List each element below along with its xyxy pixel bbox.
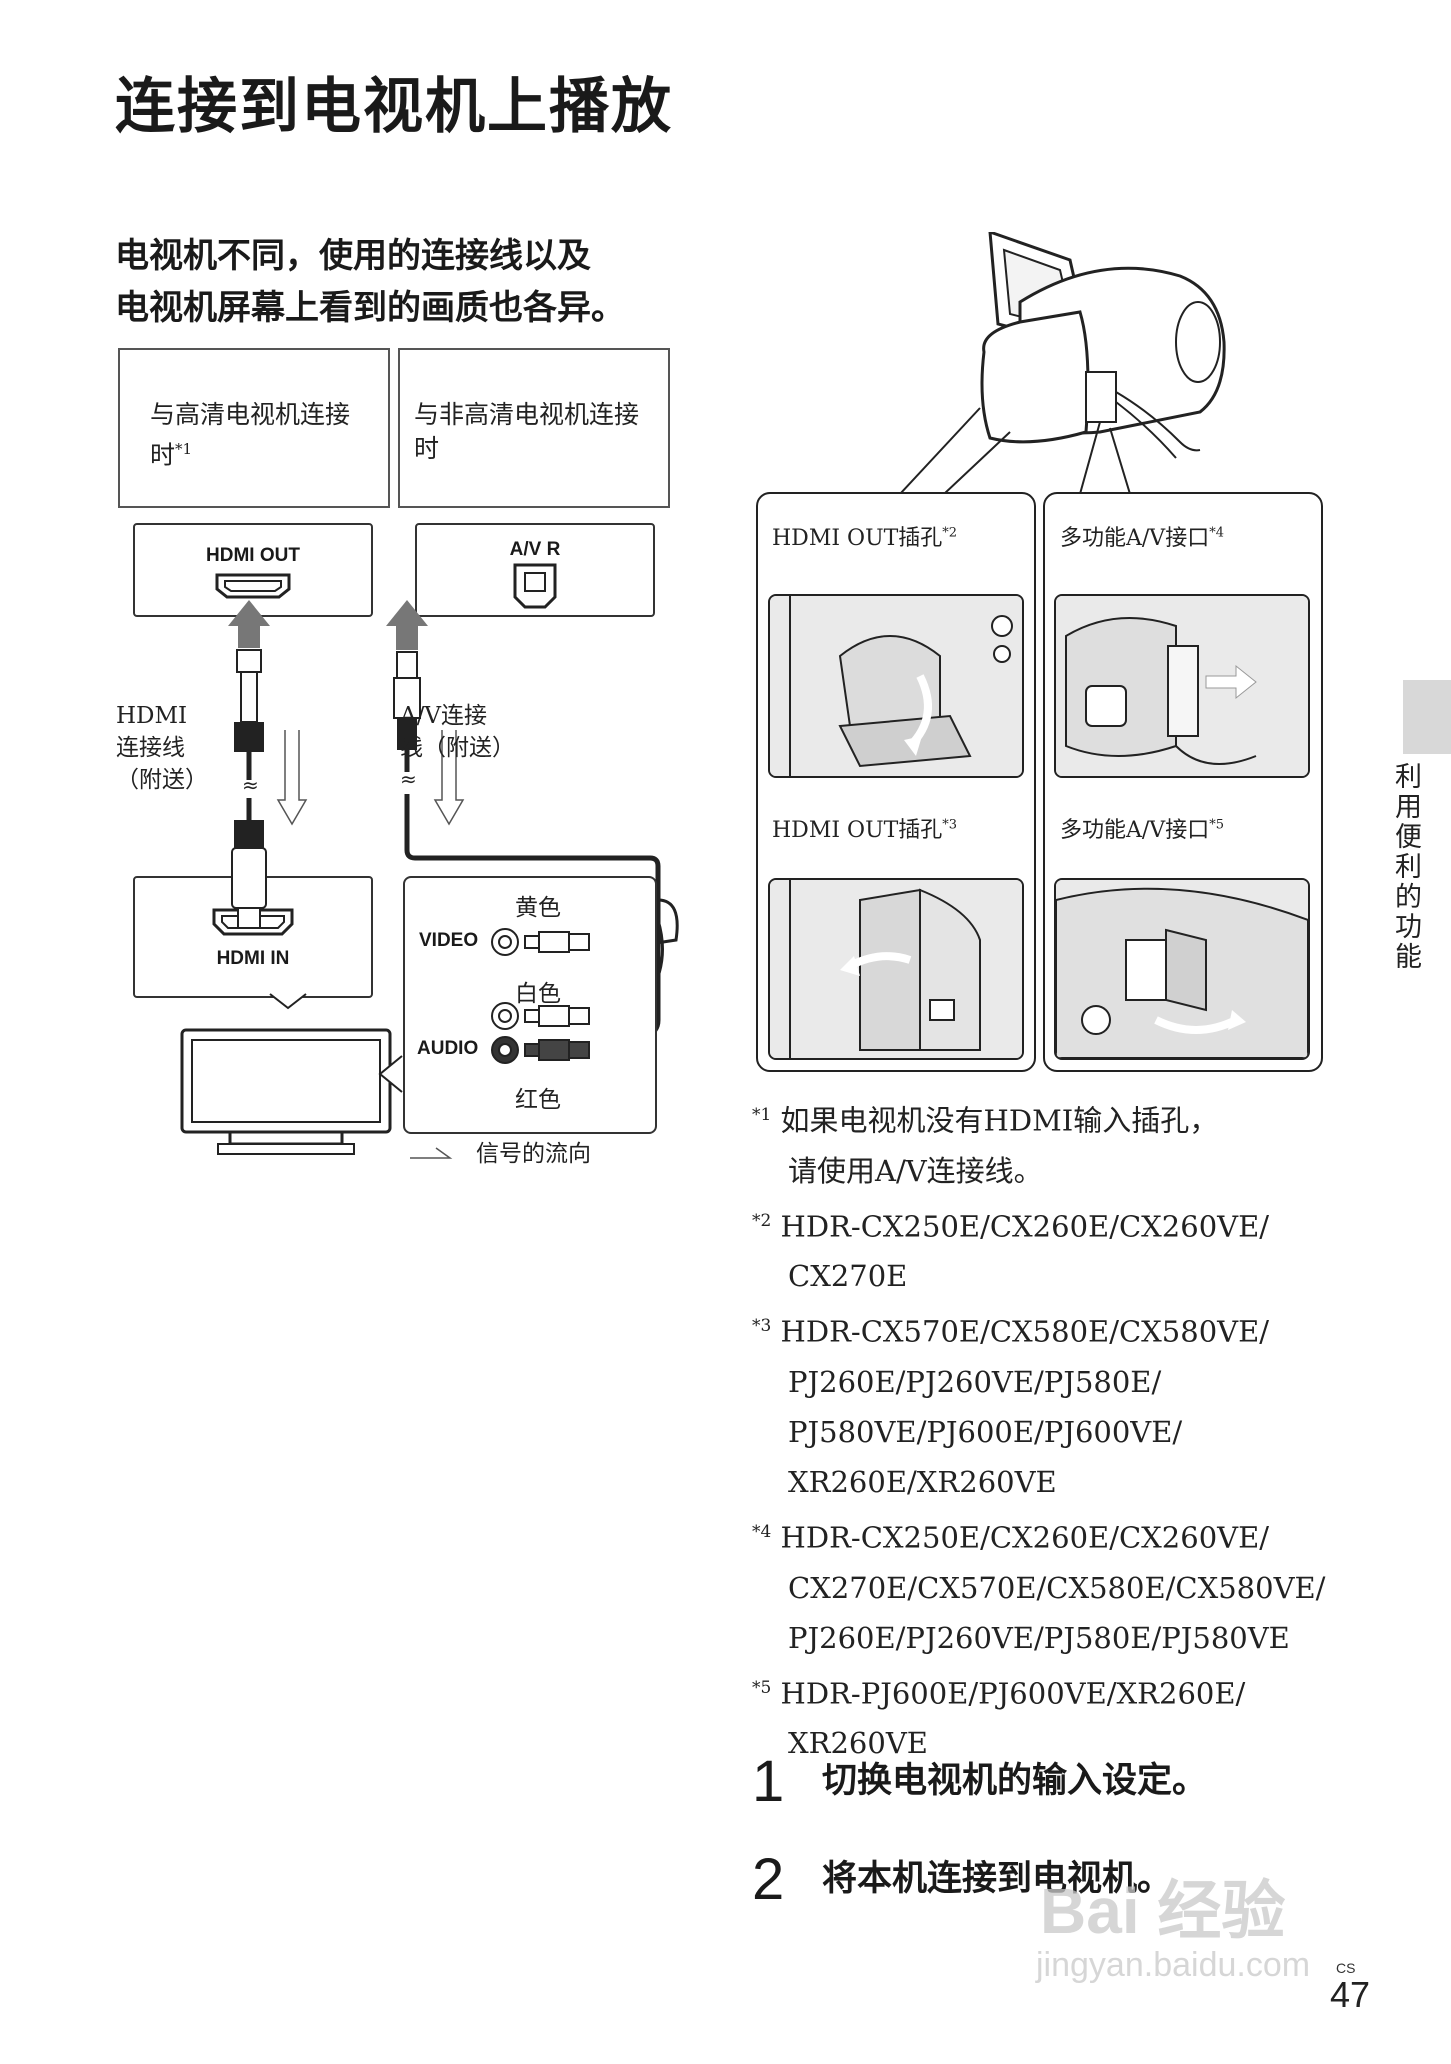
footnote-2-line-1: HDR-CX250E/CX260E/CX260VE/ [780,1209,1270,1244]
hdmi-in-label: HDMI IN [216,948,290,969]
hd-tv-box-mark: *1 [175,440,193,458]
audio-label: AUDIO [417,1038,479,1059]
footnote-1: *1 如果电视机没有HDMI输入插孔， 请使用A/V连接线。 [752,1090,1352,1196]
footnote-4-line-1: HDR-CX250E/CX260E/CX260VE/ [780,1520,1270,1555]
page-title: 连接到电视机上播放 [115,72,673,142]
svg-text:≈: ≈ [400,767,417,791]
footnote-4-line-3: PJ260E/PJ260VE/PJ580E/PJ580VE [788,1620,1290,1655]
panel-2-label: 多功能A/V接口*4 [1060,520,1224,552]
footnote-5-line-2: XR260VE [788,1726,928,1761]
sd-tv-box-line1: 与非高清电视机连接 [414,400,640,429]
step-2-number: 2 [752,1847,785,1912]
footnotes: *1 如果电视机没有HDMI输入插孔， 请使用A/V连接线。 *2 HDR-CX… [752,1090,1352,1768]
camcorder-illustration [900,232,1226,492]
photo-hdmi-out-2 [768,878,1024,1060]
footnote-3-line-4: XR260E/XR260VE [788,1464,1057,1499]
av-cable-label-2: 线（附送） [400,735,515,761]
panel-1-mark: *2 [942,525,958,541]
white-label: 白色 [515,981,561,1007]
step-1-text: 切换电视机的输入设定。 [822,1761,1208,1801]
footnote-5-mark: *5 [752,1677,772,1698]
footnote-2: *2 HDR-CX250E/CX260E/CX260VE/ CX270E [752,1196,1352,1302]
hdmi-out-label: HDMI OUT [206,545,300,566]
rca-jacks-icon [491,928,590,1064]
panel-2-mark: *4 [1209,525,1224,541]
panel-1-label: HDMI OUT插孔*2 [772,520,957,552]
av-port-icon [513,563,557,609]
footnote-2-line-2: CX270E [788,1259,908,1294]
step-2-text: 将本机连接到电视机。 [822,1859,1173,1899]
intro-line-1: 电视机不同，使用的连接线以及 [115,236,591,276]
photo-av-connector-1 [1054,594,1310,778]
hd-tv-box-line2: 时 [150,440,176,470]
footnote-1-mark: *1 [752,1105,772,1125]
yellow-label: 黄色 [515,895,561,921]
footnote-1-line-2: 请使用A/V连接线。 [788,1153,1043,1188]
av-input-box: VIDEO AUDIO 黄色 白色 红色 [403,876,657,1134]
panel-3-label: HDMI OUT插孔*3 [772,812,957,844]
photo-av-connector-2 [1054,878,1310,1060]
hd-tv-box: 与高清电视机连接 时*1 [118,348,390,508]
hdmi-cable-label-2: 连接线 [116,735,185,761]
footnote-1-line-1: 如果电视机没有HDMI输入插孔， [780,1103,1219,1138]
av-cable-label: A/V连接 线（附送） [400,700,515,764]
hdmi-port-icon [215,573,291,599]
sd-tv-box: 与非高清电视机连接 时 [398,348,670,508]
footnote-3-line-1: HDR-CX570E/CX580E/CX580VE/ [780,1314,1270,1349]
footnote-3-mark: *3 [752,1316,772,1337]
red-label: 红色 [515,1087,561,1113]
footnote-4-line-2: CX270E/CX570E/CX580E/CX580VE/ [788,1570,1326,1605]
panel-4-label: 多功能A/V接口*5 [1060,812,1224,844]
intro-line-2: 电视机屏幕上看到的画质也各异。 [115,288,625,328]
hdmi-cable-label-1: HDMI [116,703,188,729]
connection-diagram: ≈ ≈ [180,600,679,1159]
panel-3-label-text: HDMI OUT插孔 [772,818,943,843]
side-tab-marker [1403,680,1451,754]
footnote-3-line-3: PJ580VE/PJ600E/PJ600VE/ [788,1414,1183,1449]
photo-hdmi-out-1 [768,594,1024,778]
sd-tv-box-line2: 时 [414,434,440,463]
avr-port-box: A/V R [415,523,655,617]
panel-4-label-text: 多功能A/V接口 [1060,818,1210,843]
footnote-4: *4 HDR-CX250E/CX260E/CX260VE/ CX270E/CX5… [752,1507,1352,1663]
hdmi-cable-label: HDMI 连接线 （附送） [116,700,208,796]
page-lang-code: CS [1336,1960,1356,1976]
footnote-5-line-1: HDR-PJ600E/PJ600VE/XR260E/ [780,1676,1246,1711]
panel-2-label-text: 多功能A/V接口 [1060,526,1210,551]
side-tab-label: 利用便利的功能 [1390,762,1421,972]
step-1-number: 1 [752,1749,785,1814]
panel-1-label-text: HDMI OUT插孔 [772,526,943,551]
hdmi-cable-label-3: （附送） [116,767,208,793]
footnote-3-line-2: PJ260E/PJ260VE/PJ580E/ [788,1364,1162,1399]
page-number: 47 [1330,1974,1371,2015]
panel-3-mark: *3 [942,817,958,833]
hdmi-out-port-box: HDMI OUT [133,523,373,617]
watermark-url: jingyan.baidu.com [1036,1946,1311,1984]
footnote-3: *3 HDR-CX570E/CX580E/CX580VE/ PJ260E/PJ2… [752,1301,1352,1507]
video-label: VIDEO [419,930,479,951]
intro-text: 电视机不同，使用的连接线以及 电视机屏幕上看到的画质也各异。 [115,230,625,334]
hd-tv-box-line1: 与高清电视机连接 [150,400,351,429]
avr-label: A/V R [509,539,561,560]
svg-text:≈: ≈ [242,773,259,797]
panel-4-mark: *5 [1209,817,1224,833]
footnote-4-mark: *4 [752,1521,772,1542]
signal-flow-label: 信号的流向 [476,1141,591,1167]
av-cable-label-1: A/V连接 [400,703,487,729]
footnote-5: *5 HDR-PJ600E/PJ600VE/XR260E/ XR260VE [752,1663,1352,1769]
footnote-2-mark: *2 [752,1210,772,1231]
watermark-logo: Bai 经验 [1040,1875,1286,1947]
